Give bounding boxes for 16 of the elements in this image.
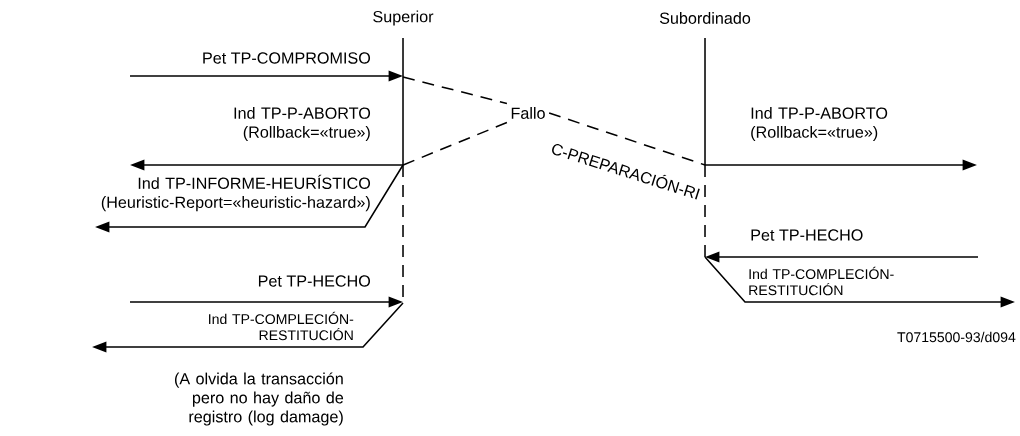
note-text: (A olvida la transacción pero no hay daño de registro (log damage) <box>175 372 344 426</box>
dashed-line <box>402 76 508 105</box>
dashed-line <box>402 121 508 166</box>
message-label: Ind TP-INFORME-HEURÍSTICO (Heuristic-Report=«heuristic-hazard») <box>101 174 371 212</box>
lifeline-label: Superior <box>373 10 434 26</box>
message-label: Pet TP-HECHO <box>258 275 371 287</box>
message-label: Ind TP-P-ABORTO (Rollback=«true») <box>751 107 888 142</box>
message-label: Pet TP-HECHO <box>751 229 863 241</box>
figure-code: T0715500-93/d094 <box>897 331 1016 343</box>
lifeline-label: Subordinado <box>659 12 751 24</box>
dashed-line <box>548 112 706 166</box>
failure-label: Fallo <box>511 107 545 119</box>
message-label: Ind TP-COMPLECIÓN-RESTITUCIÓN <box>209 311 354 341</box>
message-label: Ind TP-P-ABORTO (Rollback=«true») <box>234 107 371 142</box>
message-label: Pet TP-COMPROMISO <box>203 52 371 64</box>
message-label: Ind TP-COMPLECIÓN-RESTITUCIÓN <box>749 266 894 296</box>
